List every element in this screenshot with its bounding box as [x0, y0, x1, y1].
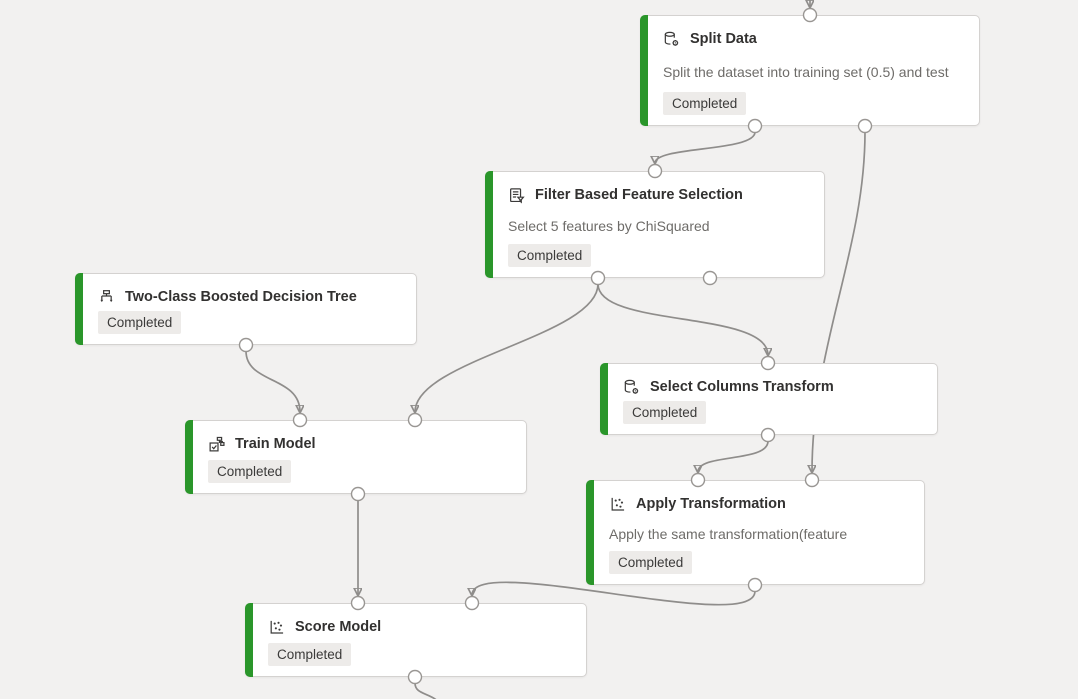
edge-score-model-out-to-downstream[interactable] [414, 682, 444, 699]
port-score-model-in-1[interactable] [350, 595, 366, 611]
edge-apply-transformation-out-to-score-model-in-2[interactable] [472, 581, 756, 606]
port-train-model-in-2[interactable] [407, 412, 423, 428]
port-apply-transformation-in-2[interactable] [804, 472, 820, 488]
node-title: Apply Transformation [636, 496, 786, 512]
status-accent-bar [485, 171, 493, 278]
port-select-columns-out[interactable] [760, 427, 776, 443]
node-two-class-boosted-decision-tree[interactable]: Two-Class Boosted Decision Tree Complete… [75, 273, 417, 345]
status-accent-bar [245, 603, 253, 677]
node-title: Split Data [690, 31, 757, 47]
port-two-class-out[interactable] [238, 337, 254, 353]
status-badge: Completed [98, 311, 182, 334]
status-badge: Completed [609, 551, 693, 574]
database-gear-icon [663, 31, 680, 48]
node-description: Apply the same transformation(feature [609, 525, 848, 542]
edge-split-data-out-1-to-filter-in[interactable] [655, 131, 756, 163]
edge-filter-out-1-to-select-columns-in[interactable] [597, 283, 768, 355]
edge-two-class-out-to-train-model-in-1[interactable] [245, 350, 300, 412]
node-select-columns-transform[interactable]: Select Columns Transform Completed [600, 363, 938, 435]
port-train-model-out[interactable] [350, 486, 366, 502]
port-apply-transformation-in-1[interactable] [690, 472, 706, 488]
decision-tree-icon [98, 289, 115, 306]
scatter-plot-icon [268, 619, 285, 636]
node-filter-based-feature-selection[interactable]: Filter Based Feature Selection Select 5 … [485, 171, 825, 278]
port-filter-out-2[interactable] [702, 270, 718, 286]
node-score-model[interactable]: Score Model Completed [245, 603, 587, 677]
node-train-model[interactable]: Train Model Completed [185, 420, 527, 494]
status-badge: Completed [268, 643, 352, 666]
port-split-data-in[interactable] [802, 7, 818, 23]
status-badge: Completed [663, 92, 747, 115]
status-accent-bar [600, 363, 608, 435]
port-score-model-out[interactable] [407, 669, 423, 685]
node-split-data[interactable]: Split Data Split the dataset into traini… [640, 15, 980, 126]
port-filter-in[interactable] [647, 163, 663, 179]
node-title: Select Columns Transform [650, 379, 834, 395]
node-title: Filter Based Feature Selection [535, 187, 743, 203]
port-select-columns-in[interactable] [760, 355, 776, 371]
status-accent-bar [640, 15, 648, 126]
port-apply-transformation-out[interactable] [747, 577, 763, 593]
node-title: Train Model [235, 436, 316, 452]
status-accent-bar [185, 420, 193, 494]
database-gear-icon [623, 379, 640, 396]
edge-filter-out-1-to-train-model-in-2[interactable] [415, 283, 599, 412]
status-accent-bar [75, 273, 83, 345]
node-title: Two-Class Boosted Decision Tree [125, 289, 357, 305]
port-score-model-in-2[interactable] [464, 595, 480, 611]
scatter-plot-icon [609, 496, 626, 513]
status-accent-bar [586, 480, 594, 585]
node-apply-transformation[interactable]: Apply Transformation Apply the same tran… [586, 480, 925, 585]
port-split-data-out-1[interactable] [747, 118, 763, 134]
node-description: Split the dataset into training set (0.5… [663, 63, 949, 80]
port-filter-out-1[interactable] [590, 270, 606, 286]
status-badge: Completed [208, 460, 292, 483]
node-title: Score Model [295, 619, 382, 635]
edge-select-columns-out-to-apply-transformation-in-1[interactable] [698, 440, 769, 472]
train-model-icon [208, 436, 225, 453]
port-train-model-in-1[interactable] [292, 412, 308, 428]
node-description: Select 5 features by ChiSquared [508, 217, 710, 234]
status-badge: Completed [623, 401, 707, 424]
port-split-data-out-2[interactable] [857, 118, 873, 134]
document-filter-icon [508, 187, 525, 204]
status-badge: Completed [508, 244, 592, 267]
